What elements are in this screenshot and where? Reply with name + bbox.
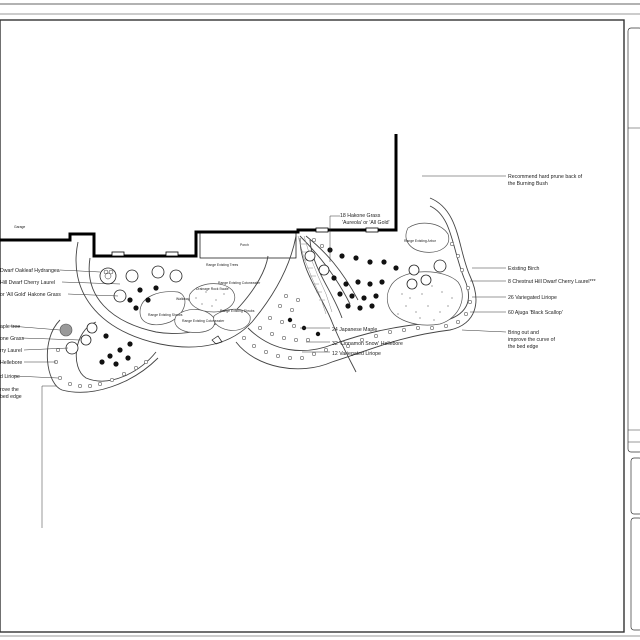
callout-label: one Grass bbox=[0, 336, 24, 342]
callout-label: rry Laurel bbox=[0, 348, 22, 354]
interior-label: Range Existing Shrubs bbox=[220, 309, 255, 313]
callout-label: rove the bbox=[0, 387, 19, 393]
callout-label: Hill Dwarf Cherry Laurel bbox=[0, 280, 55, 286]
callout-label: 8 Chestnut Hill Dwarf Cherry Laurel*** bbox=[508, 279, 596, 285]
interior-label: Range Existing Trees bbox=[206, 263, 239, 267]
house-wall-details bbox=[111, 227, 379, 259]
interior-label: Range Existing Arbor bbox=[404, 239, 437, 243]
callout-label: Hellebore bbox=[0, 360, 22, 366]
callouts-right: Recommend hard prune back of the Burning… bbox=[508, 174, 596, 350]
garage-label: Garage bbox=[14, 225, 25, 229]
callout-label: Bring out and bbox=[508, 330, 539, 336]
drainage-swale bbox=[297, 235, 333, 315]
callout-label: 12 Variegated Liriope bbox=[332, 351, 381, 357]
leader-lines bbox=[9, 175, 507, 528]
sheet-frame bbox=[0, 3, 640, 637]
callout-label: 32 'Cinnamon Snow' Hellebore bbox=[332, 341, 403, 347]
porch-label: Porch bbox=[240, 243, 249, 247]
garden-ornament-icon bbox=[211, 335, 223, 345]
callout-label: 24 Japanese Maple bbox=[332, 327, 377, 333]
groundcover-stipple bbox=[195, 285, 453, 321]
patio-shapes bbox=[139, 222, 463, 333]
callout-label: Recommend hard prune back of bbox=[508, 174, 583, 180]
interior-label: Walkway bbox=[176, 297, 190, 301]
callout-label: or 'All Gold' Hakone Grass bbox=[0, 292, 61, 298]
callout-label: d Liriope bbox=[0, 374, 20, 380]
shrub-symbols bbox=[65, 250, 447, 355]
callout-label: Existing Birch bbox=[508, 266, 540, 272]
hydrangea-icon bbox=[103, 269, 114, 280]
interior-label: Range Existing Shrubs bbox=[148, 313, 183, 317]
callouts-center: 18 Hakone Grass 'Aureola' or 'All Gold' … bbox=[332, 213, 403, 357]
liriope-dots bbox=[53, 237, 473, 389]
callout-label: improve the curve of bbox=[508, 337, 556, 343]
callout-label: 'Aureola' or 'All Gold' bbox=[342, 220, 390, 226]
interior-label: Drainage Rock Swale bbox=[196, 287, 229, 291]
interior-label: Range Existing Cotoneaster bbox=[218, 281, 261, 285]
callout-label: the Burning Bush bbox=[508, 181, 548, 187]
house-walls bbox=[0, 134, 398, 258]
callout-label: 60 Ajuga 'Black Scallop' bbox=[508, 310, 563, 316]
callout-label: 18 Hakone Grass bbox=[340, 213, 381, 219]
interior-label: Range Existing Cotoneaster bbox=[182, 319, 225, 323]
existing-tree-icon bbox=[59, 323, 73, 337]
callout-label: aple tree bbox=[0, 324, 20, 330]
interior-labels: Range Existing Trees Range Existing Coto… bbox=[148, 239, 437, 323]
callout-label: Dwarf Oakleaf Hydrangea bbox=[0, 268, 60, 274]
callout-label: 26 Variegated Liriope bbox=[508, 295, 557, 301]
callout-label: the bed edge bbox=[508, 344, 538, 350]
callouts-left: Dwarf Oakleaf Hydrangea Hill Dwarf Cherr… bbox=[0, 268, 61, 400]
callout-label: bed edge bbox=[0, 394, 22, 400]
